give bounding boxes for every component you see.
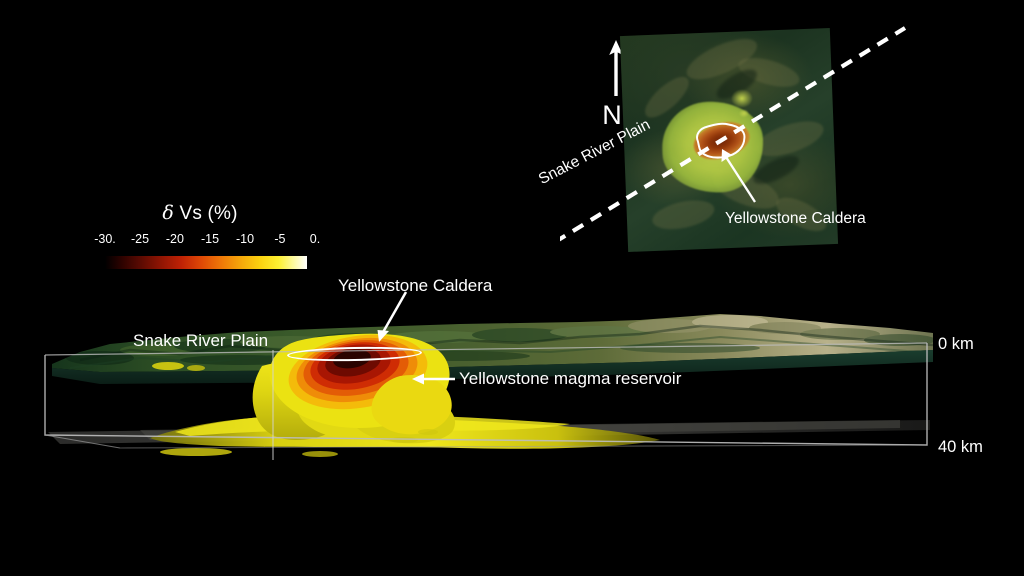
colorbar-tick-labels: -30. -25 -20 -15 -10 -5 0.	[94, 232, 320, 250]
colorbar-tick-1: -25	[131, 232, 150, 246]
colorbar-tick-0: -30.	[94, 232, 116, 246]
colorbar-gradient-bar	[105, 256, 307, 269]
seismic-anomaly-patch	[731, 89, 753, 108]
terrain-ridge	[650, 195, 718, 235]
depth-label-top: 0 km	[938, 335, 974, 353]
colorbar-tick-2: -20	[165, 232, 184, 246]
colorbar-legend: δ Vs (%) -30. -25 -20 -15 -10 -5 0.	[60, 200, 340, 280]
inset-map-panel: N Snake River Plai	[536, 20, 960, 270]
depth-label-bottom: 40 km	[938, 438, 983, 456]
colorbar-title-text: Vs (%)	[173, 203, 238, 224]
caldera-outline-shape	[696, 123, 746, 159]
block-snake-river-plain-label: Snake River Plain	[133, 331, 269, 350]
colorbar-tick-3: -15	[200, 232, 220, 246]
colorbar-title: δ Vs (%)	[60, 202, 340, 225]
inset-caldera-label: Yellowstone Caldera	[725, 210, 866, 227]
colorbar-tick-6: 0.	[309, 232, 321, 246]
colorbar-delta-symbol: δ	[162, 202, 174, 224]
colorbar-tick-4: -10	[236, 232, 255, 246]
block-diagram-3d	[0, 280, 1024, 520]
colorbar-tick-5: -5	[274, 232, 286, 246]
block-caldera-label: Yellowstone Caldera	[338, 276, 493, 295]
block-magma-reservoir-label: Yellowstone magma reservoir	[459, 369, 682, 388]
magma-reservoir-body	[48, 333, 930, 457]
